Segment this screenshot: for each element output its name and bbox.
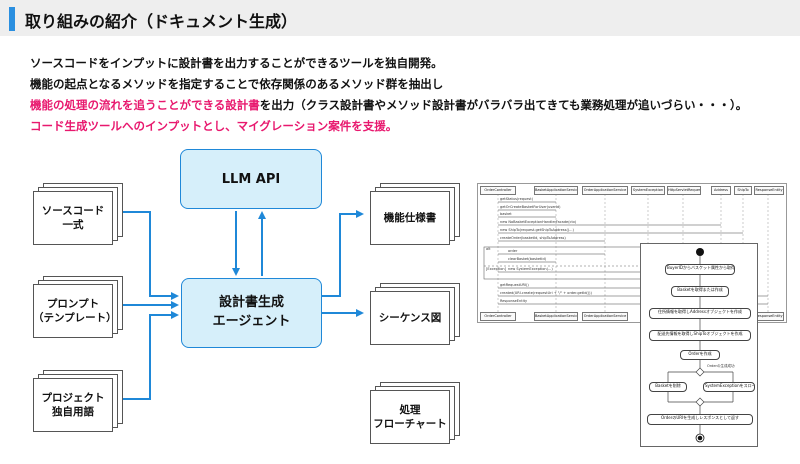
participant-0-bottom: OrderController (480, 312, 516, 321)
description-line-1: ソースコードをインプットに設計書を出力することができるツールを独自開発。 (30, 56, 443, 70)
activity-node-1: Basketを取得または作成 (671, 286, 729, 297)
message-0: getStatus(request) (500, 197, 533, 201)
agent-box: 設計書生成エージェント (181, 278, 322, 348)
message-5: createOrder(basketId, shipToAddress) (500, 236, 566, 240)
message-10: created(URI.create(requestUri + "/" + or… (500, 291, 592, 295)
participant-1: BasketApplicationService (534, 186, 578, 195)
input-prompt: プロンプト （テンプレート） (33, 276, 123, 338)
title-accent-bar (9, 7, 15, 31)
message-2: basket (500, 212, 512, 216)
fragment-exception: [Exception] (486, 267, 506, 271)
arrow-source-to-agent (120, 211, 179, 300)
activity-end-node-inner (697, 435, 703, 441)
activity-start-node (696, 248, 704, 256)
activity-node-3: 配送先情報を取得しShipToオブジェクトを作成 (649, 330, 751, 341)
participant-6: ShipTo (734, 186, 752, 195)
message-3: new NoBasketExceptionHandlerFacade(ctx) (500, 220, 577, 224)
agent-label-2: エージェント (212, 314, 291, 329)
output-spec: 機能仕様書 (370, 183, 460, 245)
description-line-3: 機能の処理の流れを追うことができる設計書を出力（クラス設計書やメソッド設計書がバ… (30, 97, 747, 113)
source-code-label-2: 一式 (62, 219, 84, 231)
title-bar: 取り組みの紹介（ドキュメント生成） (0, 0, 800, 36)
message-8: new SystemException(...) (508, 267, 553, 271)
participant-3: SystemException (631, 186, 665, 195)
input-glossary: プロジェクト独自用語 (33, 370, 123, 432)
prompt-label: プロンプト (46, 297, 100, 310)
activity-decision (695, 367, 705, 377)
activity-node-7: SystemExceptionをスロー (703, 382, 755, 392)
flowchart-label-1: 処理 (399, 403, 421, 416)
activity-node-8: OrderのURIを生成しレスポンスとして返す (647, 414, 753, 425)
source-code-label: ソースコード (41, 204, 105, 217)
glossary-label-2: 独自用語 (52, 406, 94, 418)
message-4: new ShipTo(request.getShipToAddress()...… (500, 228, 574, 232)
fragment-alt: alt (486, 247, 491, 251)
arrow-agent-to-spec (322, 210, 364, 297)
spec-label: 機能仕様書 (383, 211, 437, 224)
slide-title: 取り組みの紹介（ドキュメント生成） (25, 12, 298, 31)
activity-node-0: BuyerIDからバスケット属性から取得 (665, 264, 735, 275)
message-7: clearBasket(basketId) (508, 257, 547, 261)
output-flowchart: 処理フローチャート (370, 382, 460, 444)
message-1: getOrCreateBasketForUser(userId) (500, 205, 561, 209)
activity-node-2: 住所情報を取得しAddressオブジェクトを作成 (649, 308, 751, 319)
message-11: ResponseEntity (500, 299, 528, 303)
participant-7: ResponseEntity (754, 186, 784, 195)
input-source-code: ソースコード一式 (33, 183, 123, 245)
activity-node-4: Orderを作成 (680, 350, 720, 360)
message-6: order (508, 249, 518, 253)
participant-2-bottom: OrderApplicationService (582, 312, 628, 321)
sequence-label: シーケンス図 (378, 311, 442, 324)
glossary-label: プロジェクト (41, 391, 105, 404)
activity-guard: Orderの生成成功 (707, 364, 735, 368)
participant-4: HttpServletRequest (667, 186, 701, 195)
description-line-4: コード生成ツールへのインプットとし、マイグレーション案件を支援。 (30, 119, 398, 133)
output-sequence: シーケンス図 (370, 283, 460, 345)
prompt-label-2: （テンプレート） (33, 312, 117, 324)
agent-label-1: 設計書生成 (218, 295, 284, 311)
participant-5: Address (711, 186, 731, 195)
activity-diagram-screenshot: BuyerIDからバスケット属性から取得 Basketを取得または作成 住所情報… (640, 243, 758, 447)
activity-node-6: Basketを削除 (649, 382, 687, 392)
arrow-glossary-to-agent (120, 311, 179, 400)
participant-2: OrderApplicationService (582, 186, 628, 195)
participant-1-bottom: BasketApplicationService (534, 312, 578, 321)
flowchart-label-2: フローチャート (373, 418, 447, 430)
activity-lines (667, 248, 734, 443)
description-line-2: 機能の起点となるメソッドを指定することで依存関係のあるメソッド群を抽出し (30, 77, 444, 91)
participant-0: OrderController (480, 186, 516, 195)
activity-merge (695, 397, 705, 407)
description-line-3-rest: を出力（クラス設計書やメソッド設計書がバラバラ出てきても業務処理が追いづらい・・… (259, 98, 748, 112)
description-highlight: 機能の処理の流れを追うことができる設計書 (30, 98, 260, 112)
llm-api-box: LLM API (180, 149, 322, 209)
message-9: getRequestURI() (500, 283, 529, 287)
sequence-lines (483, 194, 769, 312)
